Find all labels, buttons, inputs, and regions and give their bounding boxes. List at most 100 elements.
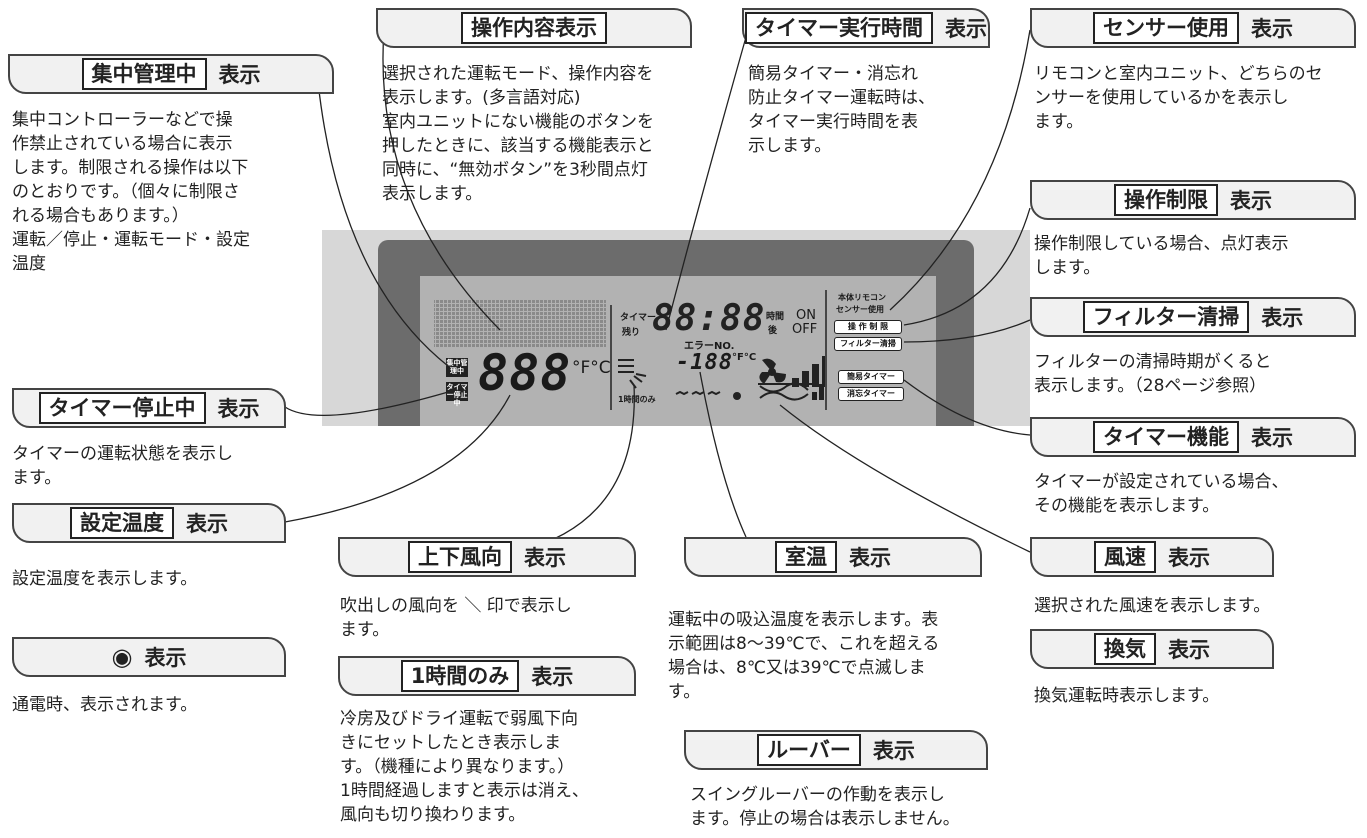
power-dot-icon (733, 392, 741, 400)
label-timer-teishi-boxed: タイマー停止中 (38, 392, 206, 424)
desc-line: します。制限される操作は以下 (12, 158, 249, 178)
desc-ichijikan: 冷房及びドライ運転で弱風下向 きにセットしたとき表示しま す。（機種により異なり… (340, 707, 589, 827)
label-louver-boxed: ルーバー (757, 734, 861, 766)
desc-fuusoku: 選択された風速を表示します。 (1034, 594, 1270, 618)
label-timer-kinou: タイマー機能 表示 (1030, 417, 1356, 457)
desc-shuchu: 集中コントローラーなどで操 作禁止されている場合に表示 します。制限される操作は… (12, 108, 250, 276)
label-fuusoku: 風速 表示 (1030, 537, 1274, 577)
label-jouge-fuukou: 上下風向 表示 (338, 537, 636, 577)
desc-jouge-fuukou: 吹出しの風向を ＼ 印で表示し ます。 (340, 594, 572, 642)
leader-sousa-seigen (903, 207, 1031, 326)
desc-line: タイマーが設定されている場合、 (1034, 472, 1289, 492)
desc-line: 1時間経過しますと表示は消え、 (340, 781, 589, 801)
desc-line: スイングルーバーの作動を表示し (690, 785, 945, 805)
leader-sousa-naiyou (382, 29, 501, 331)
lcd-set-temp-unit: °F°C (572, 358, 611, 378)
lcd-room-temp-digits: -188 (676, 350, 733, 375)
label-shitsuon: 室温 表示 (684, 537, 982, 577)
desc-sensor: リモコンと室内ユニット、どちらのセ ンサーを使用しているかを表示し ます。 (1034, 62, 1323, 134)
label-timer-jikan-boxed: タイマー実行時間 (745, 12, 933, 44)
label-kanki-suffix: 表示 (1168, 638, 1210, 662)
label-jouge-fuukou-boxed: 上下風向 (408, 541, 512, 573)
desc-line: ます。 (12, 468, 62, 488)
desc-timer-jikan: 簡易タイマー・消忘れ 防止タイマー運転時は、 タイマー実行時間を表 示します。 (748, 62, 935, 158)
dot-matrix-display (434, 300, 606, 348)
lcd-sensor-tag-line2: センサー使用 (836, 305, 884, 314)
lcd-set-temp-digits: 888 (478, 344, 572, 402)
leader-jouge (519, 384, 635, 552)
lcd-on-label: ON (796, 308, 816, 323)
desc-timer-kinou: タイマーが設定されている場合、 その機能を表示します。 (1034, 470, 1289, 518)
leader-shuchu (317, 81, 449, 367)
louver-icon (675, 390, 721, 396)
lcd-remaining-label: 残り (622, 328, 641, 338)
label-shuchu-suffix: 表示 (218, 63, 261, 87)
desc-shitsuon: 運転中の吸込温度を表示します。表 示範囲は8～39℃で、これを超える 場合は、8… (668, 608, 939, 704)
desc-line: 簡易タイマー・消忘れ (748, 64, 918, 84)
label-jouge-fuukou-suffix: 表示 (524, 546, 566, 570)
desc-filter: フィルターの清掃時期がくると 表示します。（28ページ参照） (1034, 350, 1271, 398)
desc-line: 操作制限している場合、点灯表示 (1034, 234, 1289, 254)
lcd-sousa-seigen-tag: 操 作 制 限 (834, 320, 902, 334)
lcd-forget-timer-tag: 消忘タイマー (838, 387, 904, 401)
leader-timer-jikan (665, 29, 749, 331)
label-sousa-seigen: 操作制限 表示 (1030, 180, 1356, 220)
desc-line: リモコンと室内ユニット、どちらのセ (1034, 64, 1323, 84)
desc-line: 示します。 (748, 136, 832, 156)
desc-line: 場合は、8℃又は39℃で点滅しま (668, 658, 926, 678)
desc-settei-ondo: 設定温度を表示します。 (12, 567, 197, 591)
lcd-shuchu-tag: 集中管理中 (446, 358, 468, 377)
lcd-one-hour-label: 1時間のみ (618, 395, 656, 404)
desc-line: 表示します。(多言語対応) (382, 88, 581, 108)
label-power-suffix: 表示 (144, 646, 187, 670)
leader-timer-kinou (903, 379, 1031, 436)
label-kanki-boxed: 換気 (1094, 633, 1156, 665)
leader-filter (903, 319, 1031, 343)
desc-line: ます。 (1034, 112, 1084, 132)
desc-line: 集中コントローラーなどで操 (12, 110, 233, 130)
label-sousa-naiyou-boxed: 操作内容表示 (461, 12, 607, 44)
label-louver: ルーバー 表示 (684, 730, 988, 770)
label-timer-jikan-suffix: 表示 (945, 17, 987, 41)
desc-line: します。 (1034, 258, 1101, 278)
lcd-timer-digits: 88:88 (652, 298, 766, 339)
desc-louver: スイングルーバーの作動を表示し ます。停止の場合は表示しません。 (690, 783, 960, 831)
label-ichijikan-suffix: 表示 (531, 665, 574, 689)
label-sensor-boxed: センサー使用 (1093, 12, 1239, 44)
label-timer-teishi: タイマー停止中 表示 (12, 388, 286, 428)
label-louver-suffix: 表示 (872, 739, 915, 763)
lcd-sensor-tag-line1: 本体リモコン (838, 293, 886, 302)
desc-line: ます。停止の場合は表示しません。 (690, 809, 960, 829)
label-shuchu-boxed: 集中管理中 (81, 58, 207, 90)
desc-line: 吹出しの風向を ＼ 印で表示し (340, 596, 572, 616)
label-shitsuon-suffix: 表示 (849, 546, 891, 570)
label-sousa-seigen-boxed: 操作制限 (1114, 184, 1218, 216)
desc-line: 温度 (12, 254, 46, 274)
desc-line: フィルターの清掃時期がくると (1034, 352, 1272, 372)
label-fuusoku-suffix: 表示 (1168, 546, 1210, 570)
desc-kanki: 換気運転時表示します。 (1034, 684, 1219, 708)
label-filter-boxed: フィルター清掃 (1082, 301, 1250, 333)
label-settei-ondo: 設定温度 表示 (12, 503, 286, 543)
desc-line: 防止タイマー運転時は、 (748, 88, 935, 108)
desc-line: れる場合もあります。） (12, 206, 189, 226)
label-timer-kinou-boxed: タイマー機能 (1093, 421, 1239, 453)
label-filter: フィルター清掃 表示 (1030, 297, 1356, 337)
desc-line: のとおりです。（個々に制限さ (12, 182, 240, 202)
label-settei-ondo-boxed: 設定温度 (70, 507, 174, 539)
label-sousa-naiyou: 操作内容表示 (376, 8, 692, 48)
desc-line: 選択された運転モード、操作内容を (382, 64, 654, 84)
label-timer-kinou-suffix: 表示 (1251, 426, 1293, 450)
desc-line: 冷房及びドライ運転で弱風下向 (340, 709, 578, 729)
lcd-room-temp-unit: °F°C (732, 352, 757, 363)
lcd-error-no-label: エラーNO. (684, 341, 735, 352)
label-fuusoku-boxed: 風速 (1094, 541, 1156, 573)
lcd-easy-timer-tag: 簡易タイマー (838, 370, 904, 384)
desc-sousa-naiyou: 選択された運転モード、操作内容を 表示します。(多言語対応) 室内ユニットにない… (382, 62, 654, 206)
leader-settei-ondo (284, 394, 511, 523)
desc-line: きにセットしたとき表示しま (340, 733, 561, 753)
lcd-off-label: OFF (792, 322, 818, 337)
desc-line: 換気運転時表示します。 (1034, 686, 1220, 706)
label-sensor-suffix: 表示 (1251, 17, 1293, 41)
